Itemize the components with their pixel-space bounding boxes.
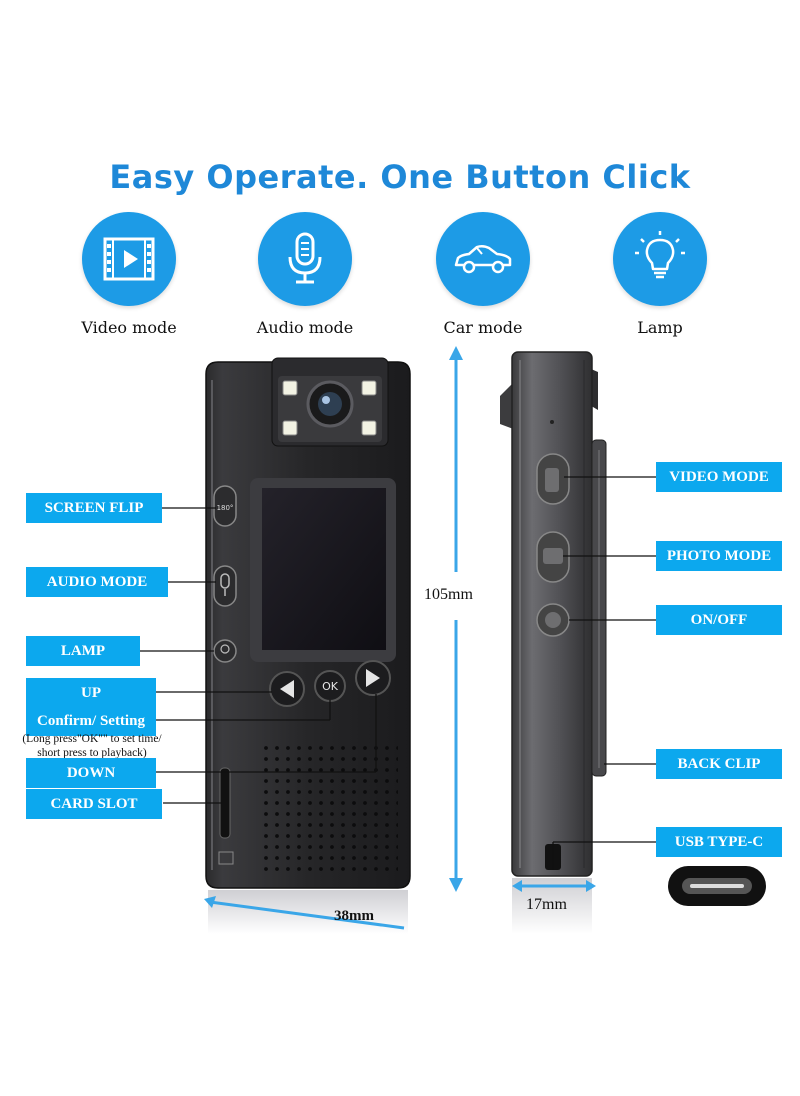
mode-video: Video mode [49, 212, 209, 337]
mode-car: Car mode [403, 212, 563, 337]
dimension-depth: 17mm [526, 896, 567, 913]
front-device [205, 357, 411, 889]
dimension-height: 105mm [424, 586, 473, 603]
confirm-note-line-2: short press to playback) [37, 747, 147, 759]
label-screen-flip: SCREEN FLIP [26, 493, 162, 523]
video-icon [82, 212, 176, 306]
side-callout-lines [552, 476, 656, 870]
side-device [500, 351, 607, 877]
usb-port-icon [668, 866, 766, 906]
label-card-slot: CARD SLOT [26, 789, 162, 819]
mode-audio: Audio mode [225, 212, 385, 337]
microphone-icon [258, 212, 352, 306]
car-icon [436, 212, 530, 306]
mode-label: Lamp [637, 318, 683, 337]
mode-label: Video mode [81, 318, 177, 337]
page-title: Easy Operate. One Button Click [109, 158, 691, 196]
ok-button-label: OK [322, 680, 339, 693]
mode-label: Car mode [443, 318, 523, 337]
height-dimension-arrow [449, 346, 463, 892]
label-audio-mode: AUDIO MODE [26, 567, 168, 597]
confirm-note-line-1: (Long press"OK"" to set time/ [22, 733, 162, 745]
label-down: DOWN [26, 758, 156, 788]
dimension-width: 38mm [334, 908, 374, 924]
mode-lamp: Lamp [580, 212, 740, 337]
callout-lines [140, 507, 377, 804]
label-lamp: LAMP [26, 636, 140, 666]
label-on-off: ON/OFF [656, 605, 782, 635]
front-reflection [208, 890, 408, 934]
width-dimension-arrow [204, 896, 405, 930]
mode-label: Audio mode [256, 318, 354, 337]
label-usb-type-c: USB TYPE-C [656, 827, 782, 857]
confirm-note: (Long press"OK"" to set time/ short pres… [4, 732, 180, 760]
label-video-mode: VIDEO MODE [656, 462, 782, 492]
flip-button-label: 180° [217, 504, 234, 512]
label-confirm-setting: Confirm/ Setting [26, 706, 156, 736]
lamp-icon [613, 212, 707, 306]
label-photo-mode: PHOTO MODE [656, 541, 782, 571]
depth-dimension-arrow [512, 880, 596, 892]
label-back-clip: BACK CLIP [656, 749, 782, 779]
label-up: UP [26, 678, 156, 708]
